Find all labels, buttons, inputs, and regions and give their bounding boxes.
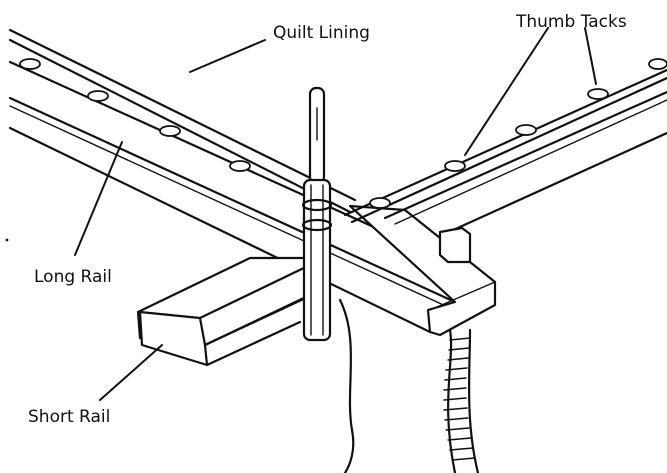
clamp — [438, 226, 472, 264]
short-rail — [136, 256, 312, 367]
thumb-tacks — [19, 58, 667, 209]
coiled-cord — [443, 328, 480, 473]
leader-quilt-lining — [189, 39, 266, 73]
thumb-tack — [159, 125, 181, 137]
thumb-tack — [515, 124, 537, 136]
thumb-tack — [229, 160, 251, 172]
leader-thumb-tacks-left — [464, 27, 549, 156]
leader-short-rail — [99, 344, 163, 401]
thumb-tack — [369, 197, 391, 209]
label-quilt-lining: Quilt Lining — [273, 23, 370, 43]
leader-thumb-tacks-right — [584, 27, 597, 85]
label-long-rail: Long Rail — [34, 267, 112, 287]
leader-long-rail — [74, 141, 123, 256]
wire — [338, 298, 355, 473]
thumb-tack — [587, 88, 609, 100]
label-short-rail: Short Rail — [28, 407, 110, 427]
thumb-tack — [87, 90, 109, 102]
thumb-tack — [648, 58, 667, 70]
label-thumb-tacks: Thumb Tacks — [515, 12, 627, 32]
thumb-tack — [19, 58, 41, 70]
cross-rail-right — [343, 68, 667, 238]
thumb-tack — [444, 160, 466, 172]
center-peg — [301, 86, 333, 342]
stray-dot — [5, 238, 9, 242]
